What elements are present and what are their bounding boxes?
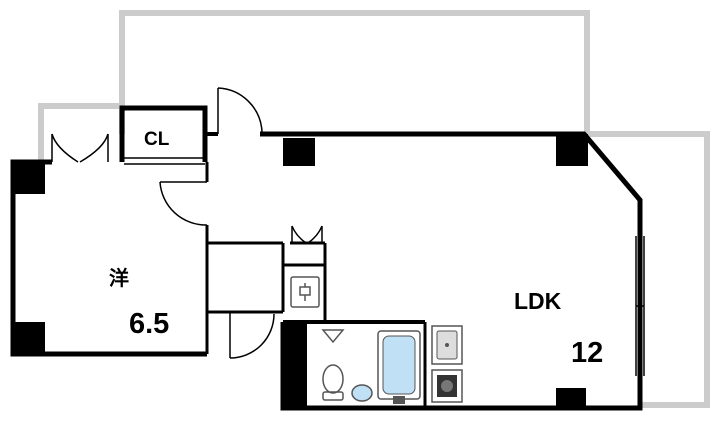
stove-icon bbox=[431, 369, 463, 403]
room-name-western: 洋 bbox=[109, 266, 129, 290]
room-size-ldk: 12 bbox=[571, 337, 603, 369]
bathtub-icon bbox=[377, 330, 421, 404]
columns bbox=[13, 134, 588, 410]
walls bbox=[10, 105, 643, 411]
balcony-outline bbox=[38, 10, 710, 408]
room-name-ldk: LDK bbox=[514, 288, 562, 314]
room-name-closet: CL bbox=[144, 129, 170, 150]
room-size-western: 6.5 bbox=[129, 308, 169, 340]
closet-door bbox=[124, 157, 205, 165]
toilet-icon bbox=[321, 329, 373, 402]
kitchen-sink-icon bbox=[431, 325, 463, 365]
doors bbox=[51, 87, 323, 359]
window-right bbox=[635, 236, 645, 376]
washing-machine-icon bbox=[290, 276, 320, 308]
